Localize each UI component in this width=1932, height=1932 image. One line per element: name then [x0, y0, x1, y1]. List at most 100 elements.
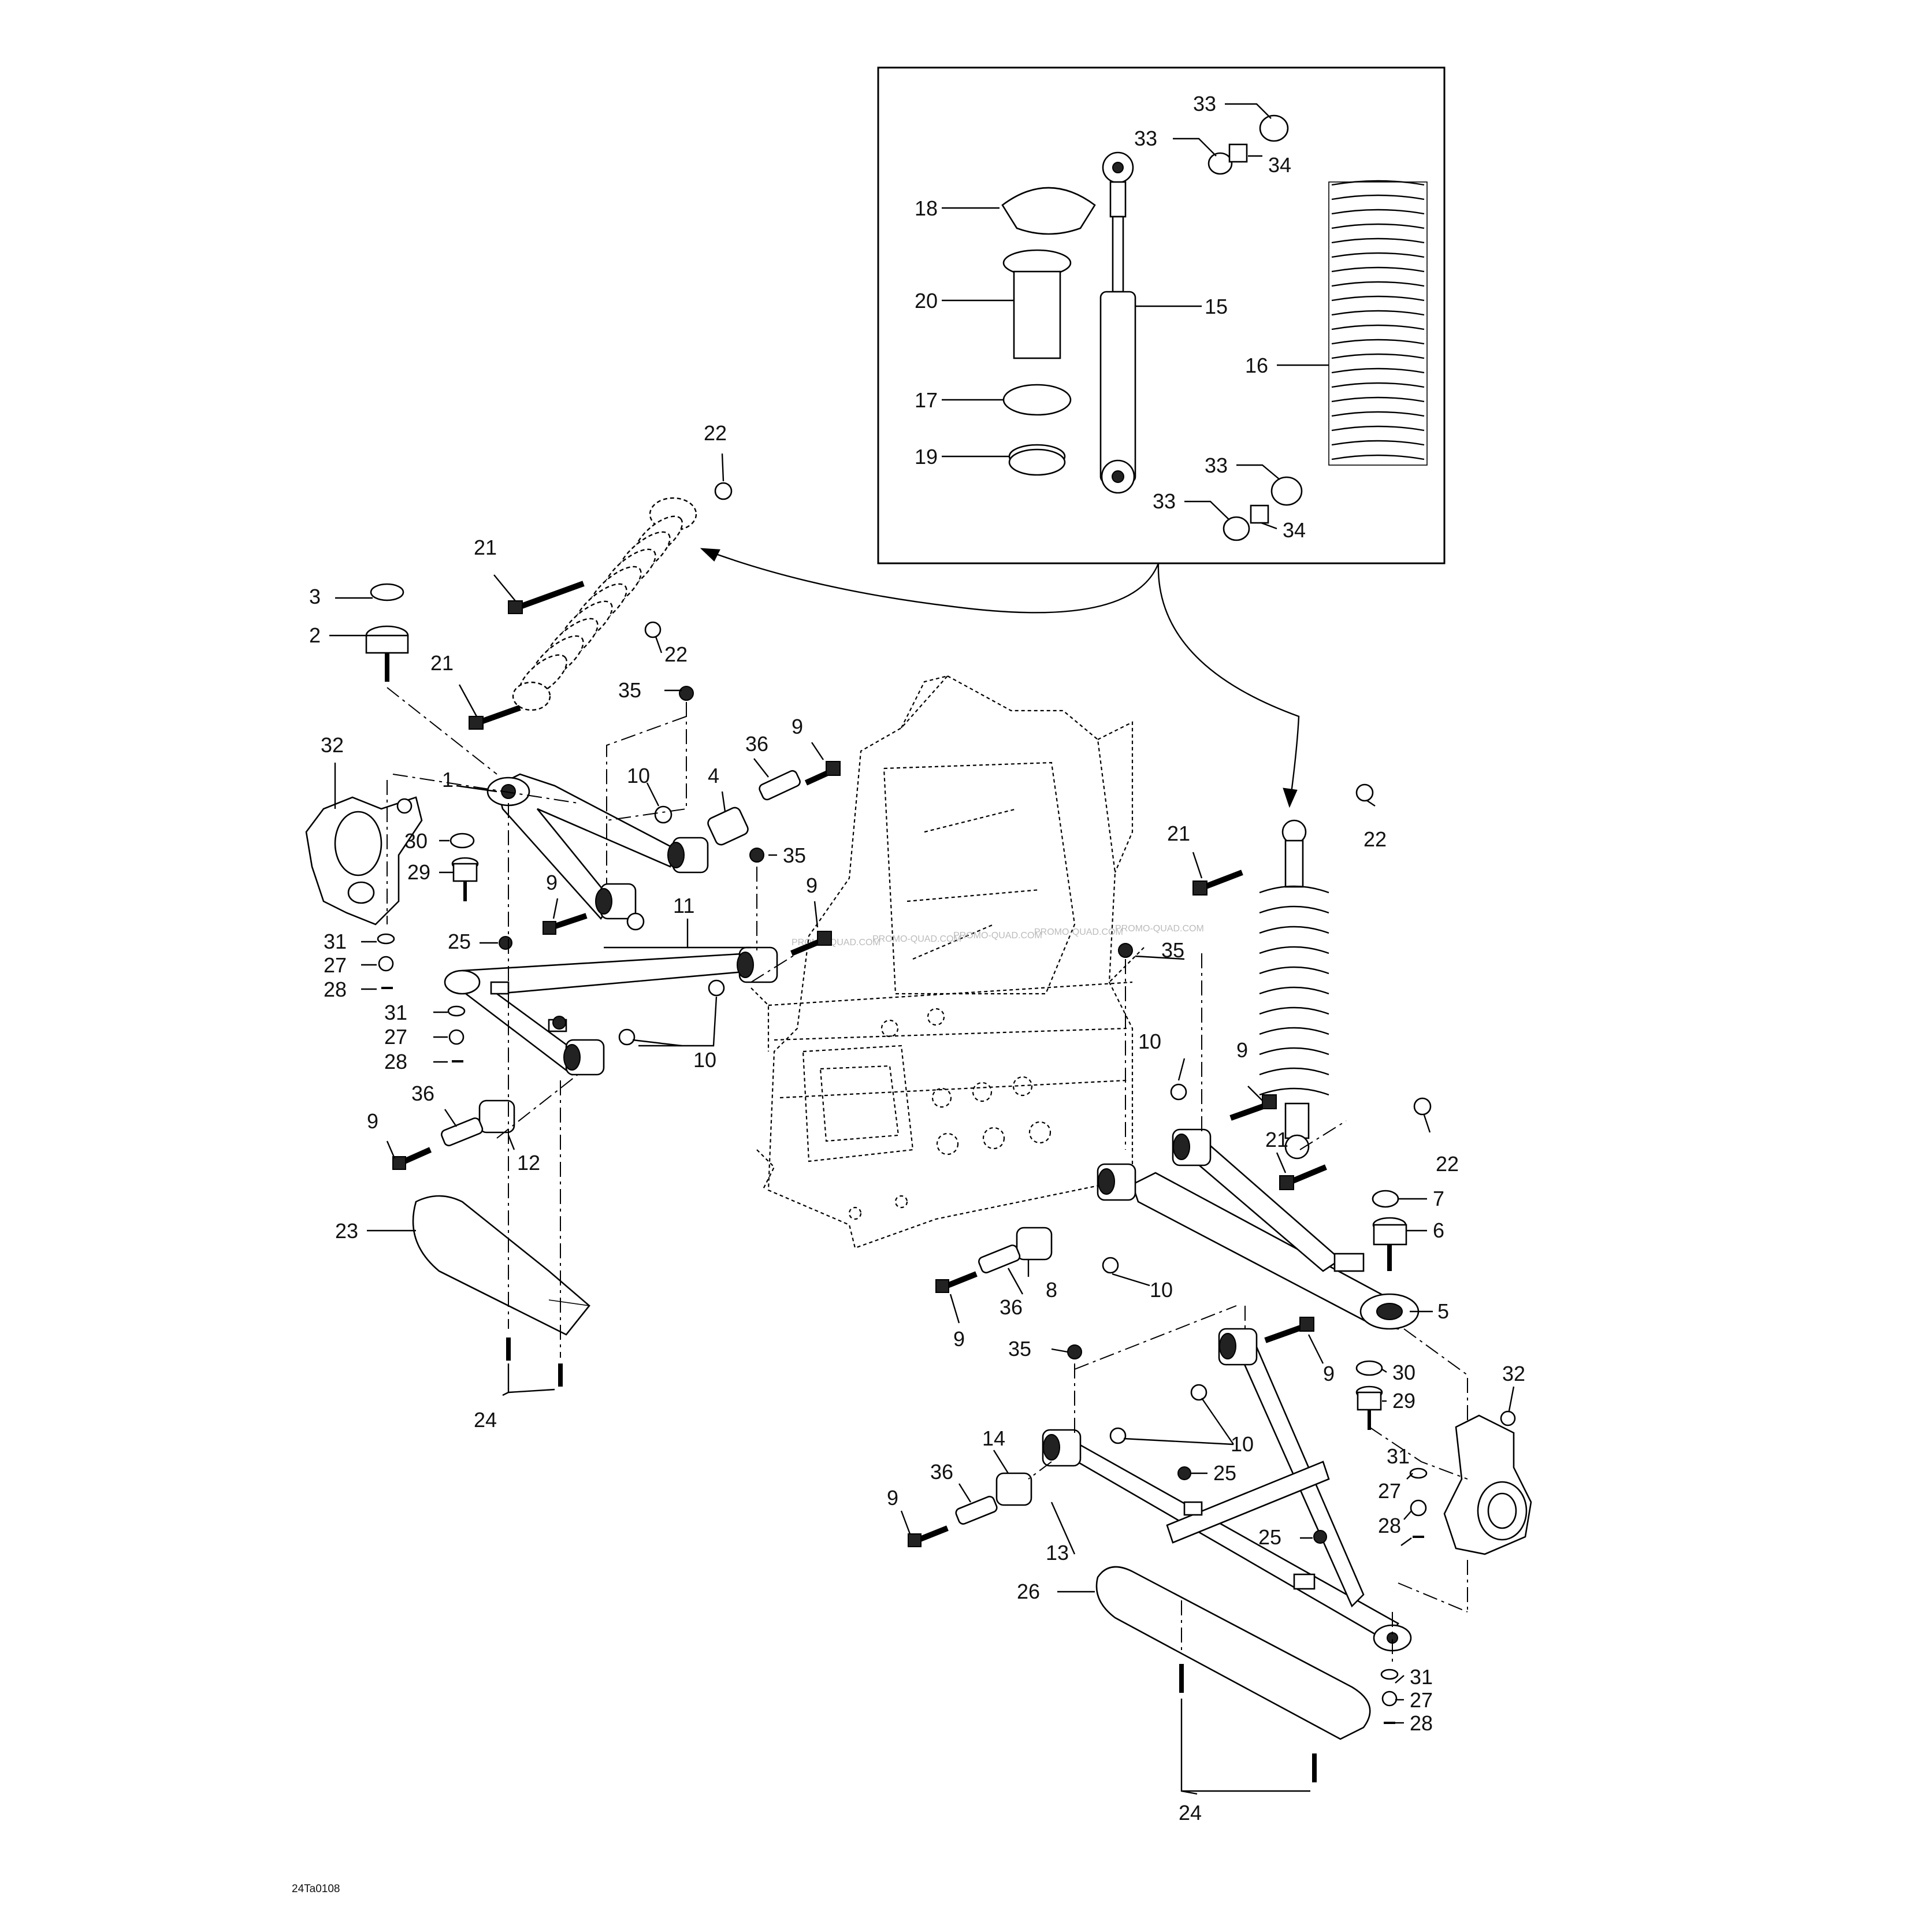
callout-22: 22: [1363, 827, 1387, 851]
callout-4: 4: [708, 764, 719, 787]
callout-6: 6: [1433, 1218, 1444, 1242]
callout-32: 32: [321, 733, 344, 757]
svg-text:PROMO-QUAD.COM: PROMO-QUAD.COM: [953, 931, 1042, 941]
assembly-centerlines: [387, 687, 1468, 1664]
callout-10: 10: [1150, 1278, 1173, 1302]
left-lower-washer-nut-pin: [447, 1005, 466, 1062]
callout-35: 35: [1161, 938, 1184, 962]
nut-35-right-top: [1118, 943, 1133, 958]
callout-30: 30: [404, 829, 428, 853]
callout-10: 10: [627, 764, 650, 787]
nut-10-right-3: [1190, 1384, 1208, 1401]
shock-inset-box: [877, 66, 1446, 564]
right-shock-upper-bolt: [1192, 870, 1243, 896]
callout-30: 30: [1392, 1361, 1415, 1384]
nut-22-right-low: [1413, 1097, 1432, 1116]
nut-35-left-top: [679, 686, 694, 701]
ball-joint-6-right: [1372, 1217, 1407, 1271]
nut-25-right-1: [1177, 1466, 1191, 1480]
callout-25: 25: [1258, 1525, 1281, 1549]
left-steering-knuckle: [305, 796, 423, 926]
svg-text:PROMO-QUAD.COM: PROMO-QUAD.COM: [872, 934, 961, 944]
callout-21: 21: [430, 651, 454, 675]
callout-28: 28: [1410, 1711, 1433, 1735]
nut-22-right-top: [1355, 783, 1374, 802]
right-upper-bolt-9f: [935, 1271, 978, 1293]
callout-19: 19: [915, 445, 938, 469]
lower-shock-bushings: [1223, 476, 1303, 541]
callout-10: 10: [693, 1048, 716, 1072]
callout-33: 33: [1193, 92, 1216, 116]
upper-shock-bushings: [1208, 114, 1289, 175]
callout-28: 28: [324, 978, 347, 1001]
callout-35: 35: [783, 844, 806, 867]
callout-1: 1: [442, 768, 454, 792]
left-upper-bolt-9b: [543, 913, 588, 935]
callout-23: 23: [335, 1219, 358, 1243]
nut-35-left-mid: [749, 848, 764, 863]
callout-33: 33: [1134, 127, 1157, 150]
callout-9: 9: [546, 871, 558, 894]
nut-10-left-2: [626, 912, 645, 931]
right-upper-bolt-9e: [1229, 1094, 1277, 1121]
right-upper-sleeve-8: [1016, 1227, 1053, 1261]
right-steering-knuckle: [1443, 1410, 1532, 1555]
left-upper-washer-nut-pin: [377, 933, 395, 989]
nut-10-right-1: [1170, 1083, 1187, 1101]
callout-11: 11: [673, 894, 694, 917]
left-shock-upper-bolt: [508, 581, 585, 614]
callout-25: 25: [1213, 1461, 1236, 1485]
vehicle-frame: [750, 675, 1145, 1249]
nut-10-right-2: [1102, 1257, 1119, 1274]
right-shock-lower-bolt: [1279, 1164, 1327, 1190]
callout-26: 26: [1017, 1580, 1040, 1603]
right-lower-a-arm: [1042, 1328, 1412, 1652]
callout-32: 32: [1502, 1362, 1525, 1385]
callout-21: 21: [1167, 822, 1190, 845]
left-shock-assembly: [512, 497, 697, 711]
callout-29: 29: [1392, 1389, 1415, 1413]
callout-16: 16: [1245, 354, 1268, 377]
callout-22: 22: [664, 642, 688, 666]
ball-joint-29-left: [451, 857, 479, 901]
inset-connection-arrows: [700, 548, 1300, 808]
svg-text:PROMO-QUAD.COM: PROMO-QUAD.COM: [1034, 927, 1123, 937]
callout-15: 15: [1205, 295, 1228, 318]
right-upper-a-arm: [1097, 1128, 1420, 1330]
callout-12: 12: [517, 1151, 540, 1175]
left-upper-a-arm: [486, 773, 709, 920]
callout-33: 33: [1205, 454, 1228, 477]
circlip-30-right: [1355, 1360, 1383, 1376]
callout-31: 31: [1387, 1444, 1410, 1468]
right-lower-sleeve-14: [995, 1472, 1032, 1506]
callout-17: 17: [915, 388, 938, 412]
left-shock-lower-bolt: [469, 705, 521, 730]
guard-bolts-24-left: [506, 1337, 563, 1387]
callout-34: 34: [1283, 518, 1306, 542]
nut-10-left-1: [654, 805, 673, 824]
callout-10: 10: [1231, 1432, 1254, 1456]
callout-29: 29: [407, 860, 430, 884]
callout-3: 3: [309, 585, 321, 608]
nut-25-left-2: [552, 1016, 566, 1030]
right-upper-washer-nut-pin: [1409, 1467, 1428, 1538]
callout-35: 35: [1008, 1337, 1031, 1361]
left-lower-bolt-9c: [790, 931, 832, 956]
callout-9: 9: [1323, 1362, 1335, 1385]
nut-25-right-2: [1313, 1530, 1327, 1544]
ring-17: [1002, 384, 1072, 416]
ball-joint-29-right: [1355, 1385, 1383, 1430]
callout-22: 22: [704, 421, 727, 445]
nut-25-left-1: [499, 936, 512, 950]
callout-18: 18: [915, 196, 938, 220]
right-a-arm-guard-26: [1095, 1566, 1371, 1740]
nut-10-left-3: [708, 979, 725, 997]
callout-20: 20: [915, 289, 938, 313]
callout-36: 36: [745, 732, 768, 756]
callout-34: 34: [1268, 153, 1291, 177]
svg-text:PROMO-QUAD.COM: PROMO-QUAD.COM: [1115, 924, 1204, 934]
left-lower-bushing-36: [441, 1117, 484, 1147]
callout-13: 13: [1046, 1541, 1069, 1565]
shock-absorber-15: [1099, 151, 1136, 494]
